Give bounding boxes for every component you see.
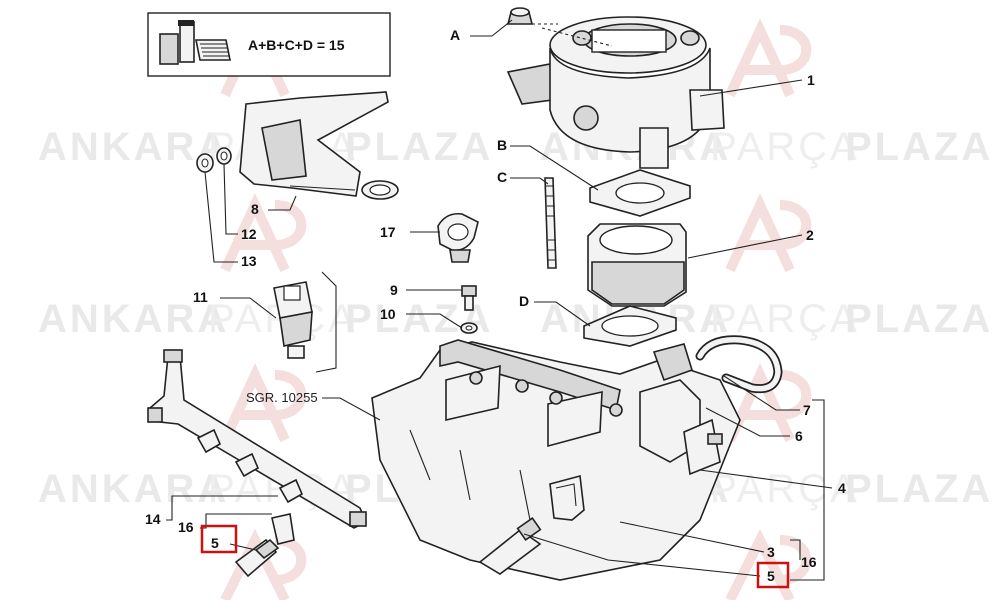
watermark-text: ANKARA xyxy=(38,297,229,341)
watermark-text: PARÇA xyxy=(710,125,860,169)
label-3: 3 xyxy=(767,544,775,560)
label-7: 7 xyxy=(803,402,811,418)
part-gasket-B xyxy=(589,169,691,217)
part-injector-left xyxy=(234,538,280,578)
part-spacer xyxy=(587,223,687,307)
label-12: 12 xyxy=(241,226,257,242)
watermark-text: PLAZA xyxy=(845,125,993,169)
label-D: D xyxy=(519,293,529,309)
part-vacuum-hose xyxy=(695,335,783,394)
label-17: 17 xyxy=(380,224,396,240)
reference-code: SGR. 10255 xyxy=(246,390,318,405)
watermark-text: ANKARA xyxy=(38,125,229,169)
label-A: A xyxy=(450,27,460,43)
label-9: 9 xyxy=(390,282,398,298)
part-fuel-rail xyxy=(147,349,368,529)
watermark-row-1: ANKARA PARÇA PLAZA ANKARA PARÇA PLAZA xyxy=(38,125,993,169)
part-nut-A xyxy=(506,7,534,25)
watermark-text: PLAZA xyxy=(845,297,993,341)
label-1: 1 xyxy=(807,72,815,88)
part-heat-shield xyxy=(239,91,399,200)
label-4: 4 xyxy=(838,480,846,496)
bracket-line xyxy=(315,271,337,373)
leader-lines xyxy=(166,19,833,581)
label-11: 11 xyxy=(193,289,208,305)
part-throttle-body xyxy=(506,16,725,169)
formula-text: A+B+C+D = 15 xyxy=(248,37,345,53)
part-labels: A 1 B C 2 D 8 12 13 17 9 10 11 SGR. 1025… xyxy=(145,27,846,584)
label-2: 2 xyxy=(806,227,814,243)
highlight-boxes xyxy=(200,524,790,589)
part-injector-bracket xyxy=(549,474,585,521)
part-bolt xyxy=(461,285,477,311)
label-B: B xyxy=(497,137,507,153)
part-injector-clip-left xyxy=(271,513,295,545)
formula-box: A+B+C+D = 15 xyxy=(147,12,391,77)
watermark-row-2: ANKARA PARÇA PLAZA ANKARA PARÇA PLAZA xyxy=(38,297,993,341)
watermark-text: ANKARA xyxy=(38,467,229,511)
label-16-left: 16 xyxy=(178,519,194,535)
label-8: 8 xyxy=(251,201,259,217)
part-gasket-D xyxy=(583,305,677,347)
part-injector-right xyxy=(478,516,542,575)
label-5-right: 5 xyxy=(767,568,775,584)
watermark-text: PARÇA xyxy=(710,297,860,341)
highlight-box-5-right xyxy=(756,561,790,589)
part-temperature-sensor xyxy=(273,281,313,359)
label-14: 14 xyxy=(145,511,161,527)
watermark-text: PLAZA xyxy=(345,125,493,169)
label-5-left: 5 xyxy=(211,535,219,551)
label-13: 13 xyxy=(241,253,257,269)
label-6: 6 xyxy=(795,428,803,444)
watermark-text: PLAZA xyxy=(845,467,993,511)
part-clip xyxy=(437,212,479,263)
part-washers xyxy=(196,147,232,173)
kit-icon xyxy=(159,20,231,65)
part-washer-10 xyxy=(460,322,478,334)
part-stud-C xyxy=(544,177,557,269)
part-pressure-regulator xyxy=(639,343,723,476)
highlight-box-5-left xyxy=(200,524,238,554)
label-C: C xyxy=(497,169,507,185)
label-16-right: 16 xyxy=(801,554,817,570)
label-10: 10 xyxy=(380,306,396,322)
